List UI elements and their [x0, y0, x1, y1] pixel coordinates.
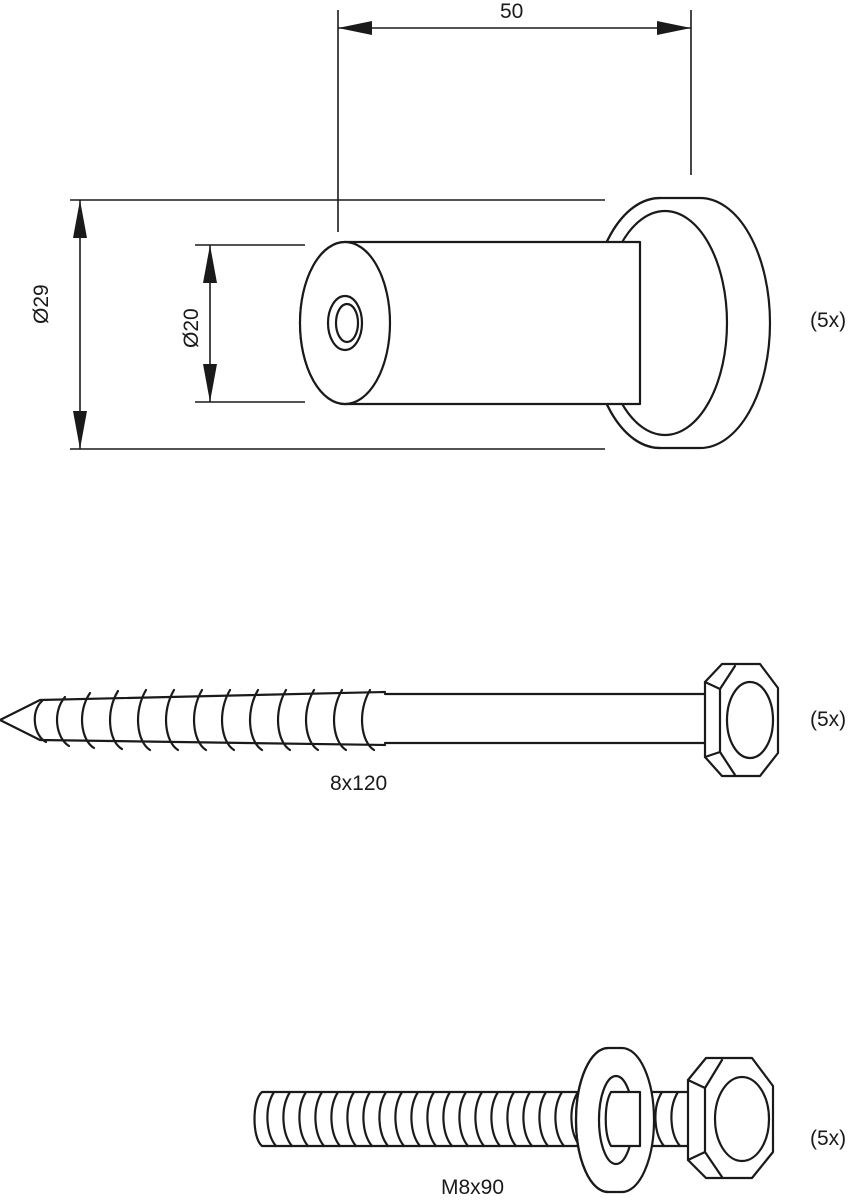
bolt-size-label: M8x90 — [441, 1176, 505, 1199]
bolt-drawing — [253, 1046, 775, 1194]
spacer-drawing — [70, 10, 772, 450]
length-dimension — [337, 10, 692, 232]
length-dimension-label: 50 — [500, 0, 524, 23]
lag-screw-threads — [33, 688, 376, 752]
inner-diameter-dimension — [195, 244, 305, 403]
lag-screw-hex-head — [703, 662, 780, 778]
bolt-quantity-label: (5x) — [810, 1127, 847, 1150]
bolt-washer — [574, 1046, 656, 1194]
bolt-hex-head — [686, 1056, 775, 1180]
spacer-quantity-label: (5x) — [810, 309, 847, 332]
lag-screw-drawing — [0, 662, 780, 778]
inner-diameter-label: Ø20 — [180, 308, 203, 348]
bolt-threads — [266, 1090, 682, 1148]
outer-diameter-dimension — [70, 199, 605, 450]
spacer-tube — [298, 240, 642, 406]
outer-diameter-label: Ø29 — [30, 284, 53, 324]
lag-screw-size-label: 8x120 — [330, 772, 388, 795]
lag-screw-quantity-label: (5x) — [810, 708, 847, 731]
